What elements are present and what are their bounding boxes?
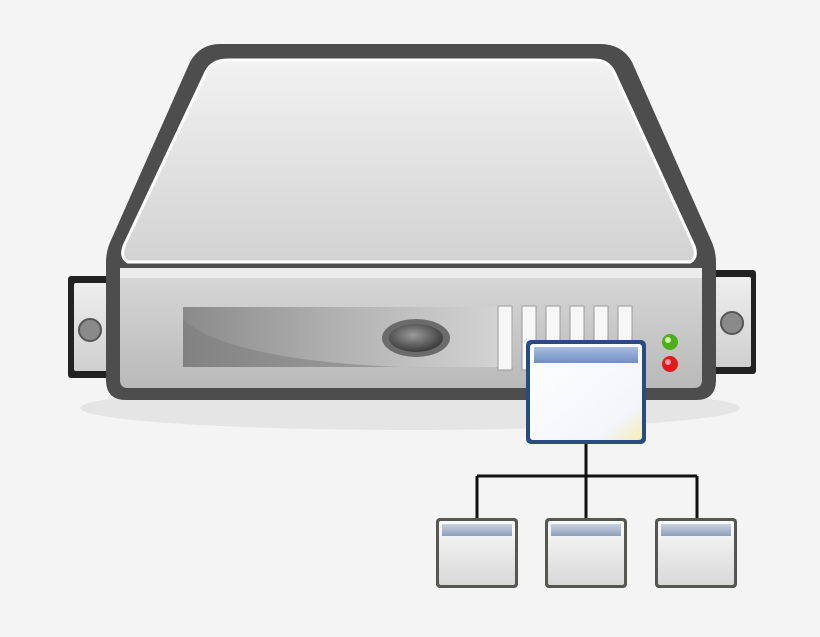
network-node-1 <box>436 518 518 588</box>
power-button <box>382 319 450 357</box>
rack-ear-left <box>68 276 114 378</box>
network-root-window <box>526 340 646 444</box>
chassis-top <box>121 58 697 264</box>
network-node-2 <box>545 518 627 588</box>
network-node-3 <box>655 518 737 588</box>
screw-icon <box>720 311 744 335</box>
drive-bay <box>183 307 513 367</box>
screw-icon <box>78 318 102 342</box>
network-tree <box>475 444 699 520</box>
status-leds <box>662 334 678 372</box>
rack-ear-right <box>706 270 756 374</box>
